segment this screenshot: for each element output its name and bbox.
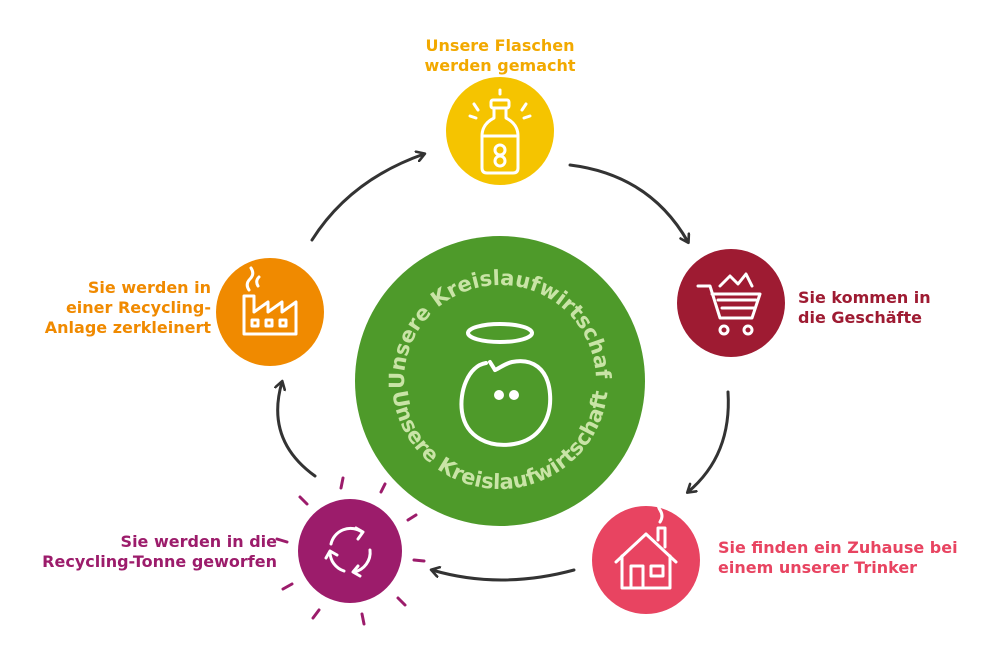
node-bottle xyxy=(446,77,554,185)
factory-icon xyxy=(242,266,298,336)
center-circle-bg xyxy=(355,236,645,526)
shopping-cart-icon xyxy=(696,272,762,336)
label-bottle-line1: Unsere Flaschen xyxy=(425,36,575,55)
label-factory-line3: Anlage zerkleinert xyxy=(44,318,211,337)
label-bin-line2: Recycling-Tonne geworfen xyxy=(42,552,277,571)
label-factory-line2: einer Recycling- xyxy=(65,298,211,317)
arrow-bin-to-factory xyxy=(278,382,317,478)
label-factory: Sie werden in einer Recycling- Anlage ze… xyxy=(0,278,211,338)
arrow-cart-to-house xyxy=(688,390,730,492)
node-house xyxy=(592,496,700,614)
arrow-factory-to-bottle xyxy=(310,154,424,242)
house-icon xyxy=(614,496,678,590)
innocent-logo-icon xyxy=(459,322,553,447)
label-cart-line1: Sie kommen in xyxy=(798,288,931,307)
label-bottle: Unsere Flaschen werden gemacht xyxy=(400,36,600,76)
arrow-bottle-to-cart xyxy=(568,163,688,242)
center-circle: Unsere Kreislaufwirtschaft Unsere Kreisl… xyxy=(0,0,645,526)
label-house-line2: einem unserer Trinker xyxy=(718,558,918,577)
bottle-icon xyxy=(468,88,532,175)
label-house: Sie finden ein Zuhause bei einem unserer… xyxy=(718,538,958,578)
node-factory xyxy=(216,258,324,366)
recycle-icon xyxy=(324,526,372,578)
label-bin: Sie werden in die Recycling-Tonne geworf… xyxy=(0,532,277,572)
label-cart: Sie kommen in die Geschäfte xyxy=(798,288,931,328)
arrow-house-to-bin xyxy=(432,570,576,582)
label-factory-line1: Sie werden in xyxy=(87,278,211,297)
node-cart xyxy=(677,249,785,357)
label-cart-line2: die Geschäfte xyxy=(798,308,922,327)
label-bottle-line2: werden gemacht xyxy=(424,56,576,75)
node-bin xyxy=(275,476,426,626)
label-house-line1: Sie finden ein Zuhause bei xyxy=(718,538,958,557)
sun-rays xyxy=(275,476,426,626)
label-bin-line1: Sie werden in die xyxy=(120,532,277,551)
